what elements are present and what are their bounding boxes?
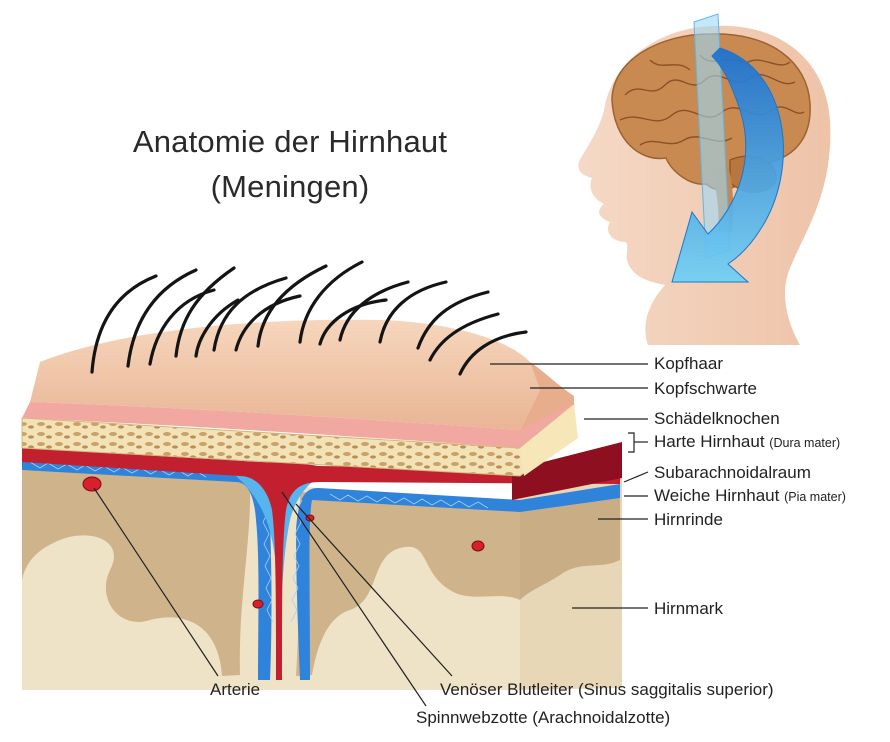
cortex-left [22, 470, 251, 676]
leader-harte-hirnhaut [628, 432, 635, 453]
artery-3 [252, 599, 264, 609]
scalp-pink-layer [22, 400, 574, 448]
label-harte-hirnhaut-de: Harte Hirnhaut [654, 432, 765, 451]
subarachnoid-space [22, 455, 620, 680]
artery-1 [82, 476, 102, 492]
head-illustration [578, 13, 831, 345]
leader-arterie [93, 487, 219, 677]
scalp-side [520, 362, 574, 430]
tissue-block [21, 260, 622, 690]
label-arterie: Arterie [210, 680, 261, 699]
title-line-2: (Meningen) [210, 169, 370, 204]
leader-lines [93, 363, 649, 707]
leader-subarachnoidalraum [623, 471, 649, 483]
arteries [82, 476, 485, 609]
label-weiche-hirnhaut-de: Weiche Hirnhaut [654, 486, 780, 505]
arachnoid-web [29, 461, 489, 623]
skull-bone-top [520, 404, 578, 476]
label-harte-hirnhaut: Harte Hirnhaut (Dura mater) [654, 432, 840, 453]
title-line-1: Anatomie der Hirnhaut [132, 124, 448, 159]
label-kopfschwarte: Kopfschwarte [654, 379, 757, 398]
label-kopfhaar: Kopfhaar [654, 354, 723, 373]
direction-arrow [671, 47, 784, 283]
venous-sinus [210, 458, 330, 590]
dura-mater-side [512, 442, 622, 500]
cortex-right [296, 492, 520, 676]
label-weiche-hirnhaut: Weiche Hirnhaut (Pia mater) [654, 486, 846, 507]
label-spinnwebzotte: Spinnwebzotte (Arachnoidalzotte) [416, 708, 671, 727]
label-schaedelknochen: Schädelknochen [654, 409, 780, 428]
artery-2 [471, 540, 485, 552]
label-subarachnoidalraum: Subarachnoidalraum [654, 463, 811, 482]
label-hirnrinde: Hirnrinde [654, 510, 723, 529]
scalp-skin [30, 319, 540, 430]
cortex-block-side [520, 490, 620, 600]
label-weiche-hirnhaut-latin: (Pia mater) [784, 490, 846, 504]
label-harte-hirnhaut-latin: (Dura mater) [769, 436, 841, 450]
hair [90, 260, 528, 376]
label-hirnmark: Hirnmark [654, 599, 723, 618]
leader-venoeser-blutleiter [295, 503, 453, 677]
leader-spinnwebzotte [281, 491, 427, 707]
label-venoeser-blutleiter: Venöser Blutleiter (Sinus saggitalis sup… [440, 680, 774, 699]
